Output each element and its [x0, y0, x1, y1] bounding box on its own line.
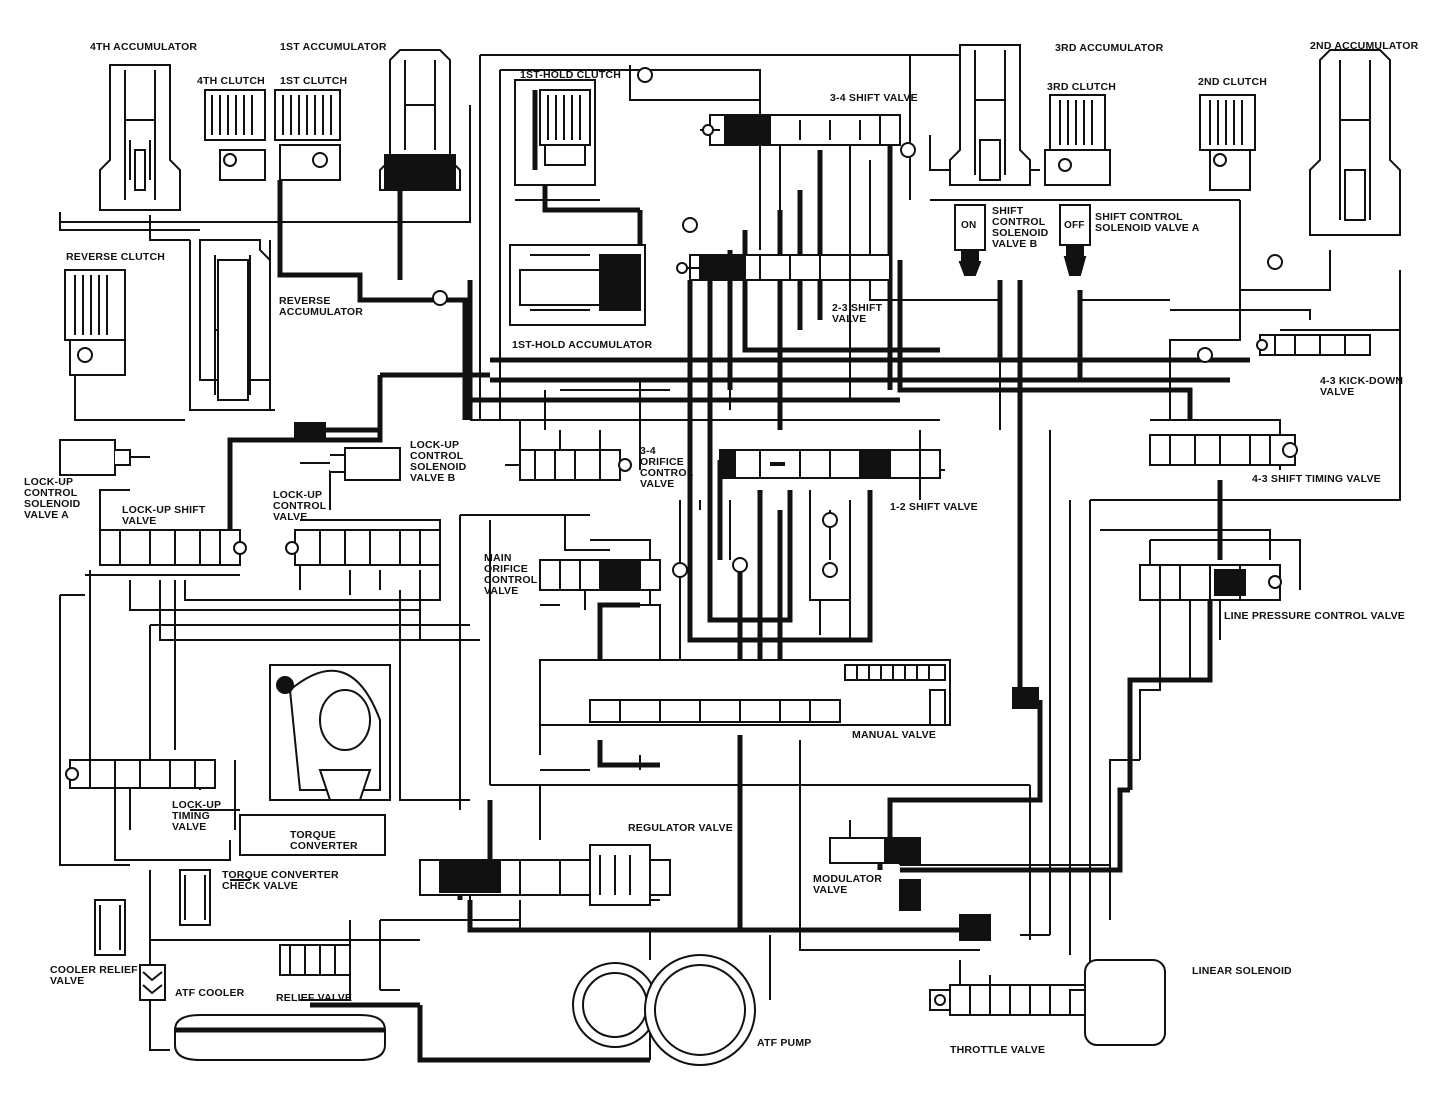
three-four-orifice-control-valve — [505, 449, 632, 481]
label-4-3-shift-timing-valve: 4-3 SHIFT TIMING VALVE — [1252, 473, 1381, 485]
atf-cooler — [139, 964, 166, 1001]
components — [59, 44, 1401, 1066]
label-4th-clutch: 4TH CLUTCH — [197, 75, 265, 87]
label-torque-converter: TORQUE CONVERTER — [290, 829, 358, 852]
label-2nd-clutch: 2ND CLUTCH — [1198, 76, 1268, 88]
label-1st-hold-accumulator: 1ST-HOLD ACCUMULATOR — [512, 339, 653, 351]
lockup-solenoid-a — [59, 439, 150, 476]
thick-passages — [227, 90, 1250, 1063]
label-relief-valve: RELIEF VALVE — [276, 992, 353, 1004]
reverse-clutch — [64, 269, 126, 376]
linear-solenoid — [1069, 959, 1166, 1046]
atf-pump — [572, 954, 756, 1066]
label-regulator-valve: REGULATOR VALVE — [628, 822, 733, 834]
label-4-3-kickdown-valve: 4-3 KICK-DOWN VALVE — [1320, 375, 1404, 398]
regulator-valve — [419, 844, 671, 906]
first-hold-accumulator — [509, 244, 646, 326]
label-manual-valve: MANUAL VALVE — [852, 729, 937, 741]
one-two-shift-valve — [719, 449, 941, 479]
second-clutch — [1199, 94, 1256, 191]
label-lockup-control-valve: LOCK-UP CONTROL VALVE — [273, 489, 327, 523]
lockup-control-valve — [285, 529, 441, 566]
line-pressure-control-valve — [1139, 564, 1282, 601]
label-3rd-clutch: 3RD CLUTCH — [1047, 81, 1117, 93]
solenoid-a-state: OFF — [1064, 220, 1085, 231]
label-lockup-timing-valve: LOCK-UP TIMING VALVE — [172, 799, 222, 833]
cooler-relief-valve — [94, 899, 126, 956]
two-three-shift-valve — [676, 254, 891, 281]
label-reverse-accumulator: REVERSE ACCUMULATOR — [279, 295, 364, 318]
first-hold-clutch — [514, 79, 596, 186]
lockup-timing-valve — [65, 759, 216, 789]
label-modulator-valve: MODULATOR VALVE — [813, 873, 883, 896]
label-lockup-solenoid-a: LOCK-UP CONTROL SOLENOID VALVE A — [24, 476, 81, 521]
lockup-shift-valve — [99, 529, 247, 566]
label-tc-check-valve: TORQUE CONVERTER CHECK VALVE — [222, 869, 339, 892]
reverse-accumulator — [199, 239, 271, 401]
torque-converter — [239, 664, 391, 856]
label-4th-accumulator: 4TH ACCUMULATOR — [90, 41, 198, 53]
label-3rd-accumulator: 3RD ACCUMULATOR — [1055, 42, 1164, 54]
label-1st-accumulator: 1ST ACCUMULATOR — [280, 41, 387, 53]
label-lockup-shift-valve: LOCK-UP SHIFT VALVE — [122, 504, 206, 527]
label-line-pressure-control-valve: LINE PRESSURE CONTROL VALVE — [1224, 610, 1406, 622]
third-clutch — [1044, 94, 1111, 186]
main-orifice-control-valve — [539, 559, 661, 591]
label-shift-solenoid-b: SHIFT CONTROL SOLENOID VALVE B — [992, 205, 1049, 250]
solenoid-b-state: ON — [961, 220, 977, 231]
label-reverse-clutch: REVERSE CLUTCH — [66, 251, 166, 263]
label-atf-pump: ATF PUMP — [757, 1037, 812, 1049]
shift-solenoid-a — [1059, 204, 1091, 276]
label-linear-solenoid: LINEAR SOLENOID — [1192, 965, 1292, 977]
label-shift-solenoid-a: SHIFT CONTROL SOLENOID VALVE A — [1095, 211, 1200, 234]
oil-strainer — [174, 1014, 386, 1061]
lockup-solenoid-b — [300, 447, 401, 481]
label-1st-clutch: 1ST CLUTCH — [280, 75, 348, 87]
third-accumulator — [949, 44, 1031, 186]
shift-solenoid-b — [954, 204, 986, 276]
label-lockup-solenoid-b: LOCK-UP CONTROL SOLENOID VALVE B — [410, 439, 467, 484]
modulator-valve — [829, 837, 921, 911]
label-cooler-relief-valve: COOLER RELIEF VALVE — [50, 964, 138, 987]
fourth-accumulator — [99, 64, 181, 211]
throttle-valve — [929, 984, 1086, 1016]
three-four-shift-valve — [700, 114, 901, 146]
label-1-2-shift-valve: 1-2 SHIFT VALVE — [890, 501, 978, 513]
label-main-orifice-control-valve: MAIN ORIFICE CONTROL VALVE — [484, 552, 538, 597]
label-3-4-orifice-control-valve: 3-4 ORIFICE CONTROL VALVE — [640, 445, 694, 490]
four-three-shift-timing-valve — [1149, 434, 1298, 466]
label-atf-cooler: ATF COOLER — [175, 987, 245, 999]
label-2nd-accumulator: 2ND ACCUMULATOR — [1310, 40, 1419, 52]
first-accumulator — [379, 49, 461, 191]
first-clutch — [274, 89, 341, 181]
manual-valve — [539, 659, 951, 726]
second-accumulator — [1309, 49, 1401, 236]
tc-check-valve — [179, 869, 211, 926]
label-throttle-valve: THROTTLE VALVE — [950, 1044, 1046, 1056]
fourth-clutch — [204, 89, 266, 181]
label-2-3-shift-valve: 2-3 SHIFT VALVE — [832, 302, 883, 325]
label-1st-hold-clutch: 1ST-HOLD CLUTCH — [520, 69, 621, 81]
relief-valve — [279, 944, 351, 976]
check-valves — [294, 67, 1283, 941]
four-three-kickdown-valve — [1256, 334, 1371, 356]
label-3-4-shift-valve: 3-4 SHIFT VALVE — [830, 92, 918, 104]
